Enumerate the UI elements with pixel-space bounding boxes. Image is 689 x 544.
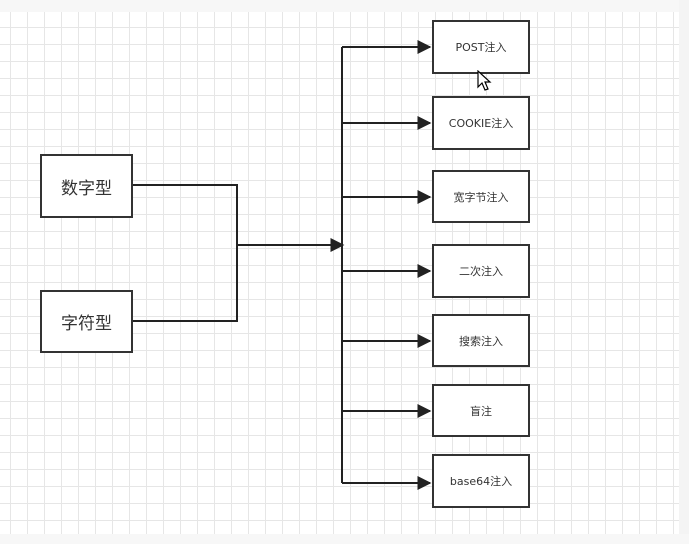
node-search-label: 搜索注入: [459, 334, 503, 348]
node-string[interactable]: 字符型: [40, 290, 133, 353]
node-search[interactable]: 搜索注入: [432, 314, 530, 367]
window-right-edge: [679, 0, 689, 544]
node-wide-byte-label: 宽字节注入: [453, 190, 509, 204]
node-string-label: 字符型: [61, 314, 112, 334]
edge-numeric-to-merge: [133, 184, 238, 245]
node-base64[interactable]: base64注入: [432, 454, 530, 508]
node-post[interactable]: POST注入: [432, 20, 530, 74]
node-blind-label: 盲注: [470, 404, 492, 418]
node-blind[interactable]: 盲注: [432, 384, 530, 437]
node-second-order[interactable]: 二次注入: [432, 244, 530, 298]
edge-string-to-merge: [133, 245, 238, 322]
node-base64-label: base64注入: [449, 475, 513, 488]
node-numeric-label: 数字型: [61, 178, 112, 199]
mouse-pointer-icon: [477, 70, 492, 91]
node-wide-byte[interactable]: 宽字节注入: [432, 170, 530, 223]
node-cookie[interactable]: COOKIE注入: [432, 96, 530, 150]
window-bottom-edge: [0, 534, 689, 544]
window-top-edge: [0, 0, 689, 12]
node-numeric[interactable]: 数字型: [40, 154, 133, 218]
node-post-label: POST注入: [455, 41, 507, 54]
node-second-order-label: 二次注入: [459, 265, 503, 278]
node-cookie-label: COOKIE注入: [448, 117, 514, 130]
